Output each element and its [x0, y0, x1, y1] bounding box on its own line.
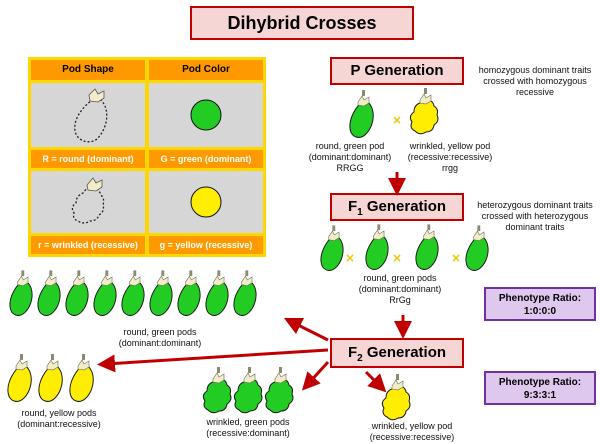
- f2-generation-box: F2 Generation: [330, 338, 464, 368]
- f2-wrinkled-green-pod: [264, 367, 294, 414]
- arrow-f2-to-round-yellow: [97, 348, 329, 373]
- f2-wrinkled-yellow-caption: wrinkled, yellow pod (recessive:recessiv…: [369, 421, 455, 442]
- p-generation-box: P Generation: [330, 57, 464, 85]
- f1-generation-note: heterozygous dominant traits crossed wit…: [477, 200, 593, 232]
- f2-round-green-pod: [233, 270, 257, 316]
- f2-round-yellow-caption: round, yellow pods (dominant:recessive): [17, 408, 101, 429]
- yellow-label: g = yellow (recessive): [149, 236, 263, 254]
- f2-round-green-pod: [121, 270, 145, 316]
- f1-pod-4: [465, 225, 489, 271]
- p-right-caption: wrinkled, yellow pod (recessive:recessiv…: [407, 141, 493, 173]
- page-title: Dihybrid Crosses: [190, 6, 414, 40]
- green-label: G = green (dominant): [149, 150, 263, 168]
- f2-round-green-caption: round, green pods (dominant:dominant): [118, 327, 202, 348]
- f1-pod-3: [415, 224, 439, 270]
- p-left-caption: round, green pod (dominant:dominant) RRG…: [308, 141, 392, 173]
- yellow-color-circle-icon: [190, 186, 222, 218]
- f2-wrinkled-green-caption: wrinkled, green pods (recessive:dominant…: [206, 417, 290, 438]
- f2-round-green-pod: [149, 270, 173, 316]
- f2-round-green-pod: [65, 270, 89, 316]
- f2-round-green-pod: [9, 270, 33, 316]
- arrow-f2-to-wrinkled-green: [301, 360, 330, 391]
- f2-round-yellow-pod: [69, 354, 94, 402]
- phenotype-ratio-f2: Phenotype Ratio: 9:3:3:1: [484, 371, 596, 405]
- f1-cross-icon-2: ×: [392, 251, 402, 265]
- f2-round-yellow-pod: [7, 354, 32, 402]
- phenotype-ratio-f1: Phenotype Ratio: 1:0:0:0: [484, 287, 596, 321]
- arrow-f2-to-round-green: [283, 317, 329, 342]
- f2-round-yellow-pod: [38, 354, 63, 402]
- wrinkled-pod-outline-icon: [71, 177, 105, 224]
- green-pod-cell: [149, 83, 263, 147]
- p-generation-note: homozygous dominant traits crossed with …: [478, 65, 592, 97]
- f1-pod-2: [365, 224, 389, 270]
- pod-shape-header: Pod Shape: [31, 60, 145, 80]
- f2-wrinkled-green-pod: [202, 367, 232, 414]
- f1-pod-1: [320, 225, 344, 271]
- green-color-circle-icon: [190, 99, 222, 131]
- f2-round-green-pod: [205, 270, 229, 316]
- p-round-green-pod: [349, 90, 374, 138]
- round-pod-outline-icon: [74, 88, 108, 143]
- f1-caption: round, green pods (dominant:dominant) Rr…: [358, 273, 442, 305]
- wrinkled-pod-cell: [31, 171, 145, 233]
- f2-wrinkled-yellow-pod: [381, 374, 411, 421]
- f2-round-green-pod: [93, 270, 117, 316]
- f2-round-green-pod: [177, 270, 201, 316]
- f2-wrinkled-green-pod: [233, 367, 263, 414]
- trait-table: Pod Shape Pod Color R = round (dominant)…: [28, 57, 266, 257]
- p-wrinkled-yellow-pod: [409, 88, 439, 135]
- round-label: R = round (dominant): [31, 150, 145, 168]
- p-cross-icon: ×: [392, 113, 402, 127]
- round-pod-cell: [31, 83, 145, 147]
- pod-color-header: Pod Color: [149, 60, 263, 80]
- wrinkled-label: r = wrinkled (recessive): [31, 236, 145, 254]
- yellow-pod-cell: [149, 171, 263, 233]
- f1-cross-icon-3: ×: [451, 251, 461, 265]
- f1-cross-icon-1: ×: [345, 251, 355, 265]
- arrow-f2-to-wrinkled-yellow: [364, 370, 387, 393]
- f2-round-green-pod: [37, 270, 61, 316]
